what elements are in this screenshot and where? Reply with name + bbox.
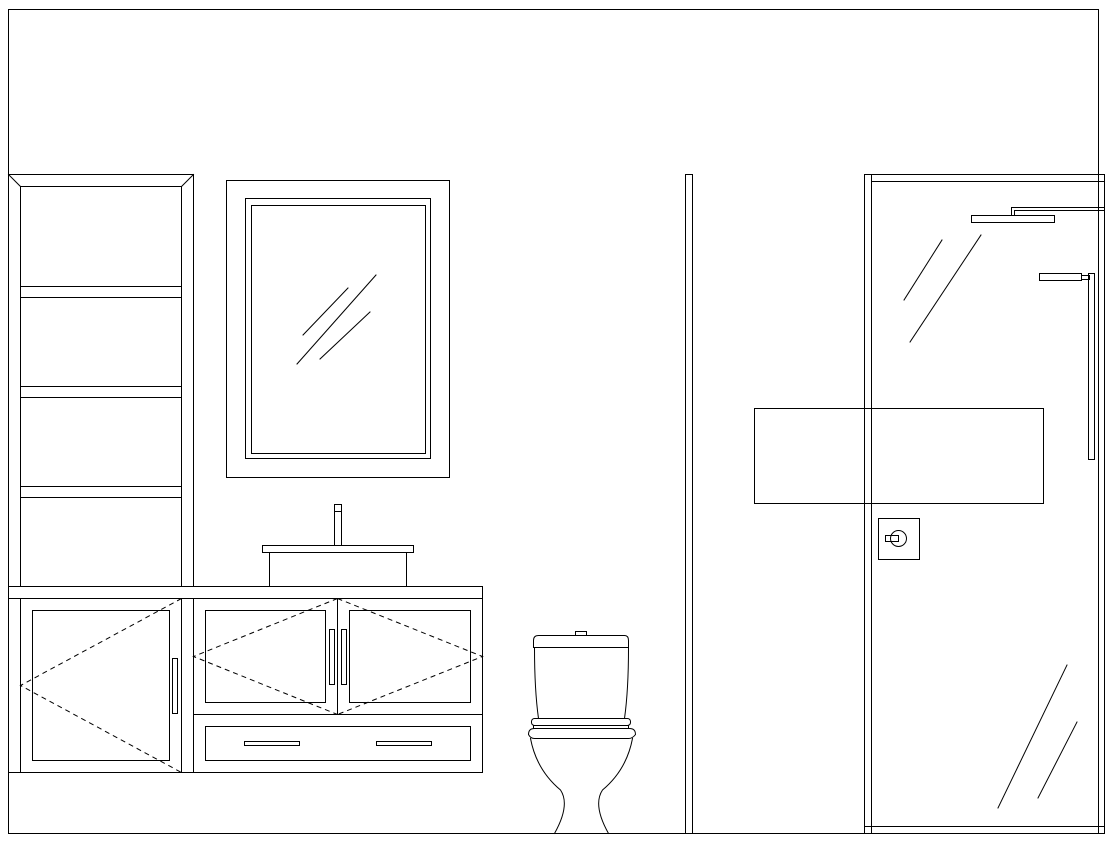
partition-wall-section xyxy=(685,174,693,834)
toilet-bowl-rim xyxy=(527,728,637,739)
shower-head-plate xyxy=(971,215,1055,223)
handheld-shower xyxy=(1039,273,1095,460)
glass-reflection-line-4 xyxy=(1037,721,1078,799)
mixer-valve-plate xyxy=(878,518,920,560)
mirror-glass xyxy=(251,205,426,454)
vanity-door-center-left-panel xyxy=(205,610,326,703)
shower-mixer-valve xyxy=(878,518,920,560)
shelf-board-3 xyxy=(20,486,182,498)
handheld-bracket xyxy=(1081,275,1090,280)
shelf-top-bevel-left xyxy=(7,173,22,188)
wall-outline xyxy=(8,9,1099,834)
toilet-flush-button xyxy=(575,631,587,636)
toilet-tank xyxy=(533,646,630,719)
faucet xyxy=(334,504,342,546)
drawer-handle-right xyxy=(376,741,432,746)
tall-open-shelving-unit xyxy=(7,173,195,587)
door-center-left-handle xyxy=(329,629,335,685)
handheld-shower-head xyxy=(1039,273,1082,281)
rain-shower-head xyxy=(971,207,1105,223)
room-boundary xyxy=(8,9,1099,834)
drawer-handle-left xyxy=(244,741,300,746)
sink-rim xyxy=(262,545,414,553)
shelf-board-2 xyxy=(20,386,182,398)
vanity-door-center-right-panel xyxy=(349,610,471,703)
glass-reflection-line-3 xyxy=(997,664,1068,809)
door-center-right-handle xyxy=(341,629,347,685)
toilet-pedestal-left xyxy=(529,737,565,835)
glass-reflection-line-2 xyxy=(909,234,982,343)
mirror-middle-frame xyxy=(245,198,431,459)
door-center-right-swing-indicator xyxy=(337,598,484,715)
glass-shower-enclosure xyxy=(864,174,1105,834)
wall-niche xyxy=(754,408,1044,504)
mixer-valve-lever xyxy=(885,535,899,542)
shower-arm-top xyxy=(1011,207,1105,216)
vanity-drawer-front xyxy=(205,726,471,761)
mixer-valve-knob xyxy=(890,530,907,547)
toilet-tank-lid xyxy=(533,635,629,648)
mirror-reflection-line-2 xyxy=(296,274,377,365)
mirror-reflection-line-3 xyxy=(319,311,371,360)
vessel-sink xyxy=(262,545,414,587)
partition-wall xyxy=(685,174,693,834)
shower-arm-bottom xyxy=(1014,210,1105,216)
door-left-handle xyxy=(172,658,178,714)
wall-mirror xyxy=(226,180,450,478)
vanity-countertop xyxy=(8,586,483,599)
shelf-outer-frame xyxy=(8,174,194,587)
door-center-left-swing-indicator xyxy=(192,598,338,715)
toilet-seat xyxy=(531,718,631,726)
toilet-pedestal-right xyxy=(598,737,634,835)
faucet-spout xyxy=(334,504,342,546)
mirror-outer-frame xyxy=(226,180,450,478)
shelf-board-1 xyxy=(20,286,182,298)
shower-frame-outer xyxy=(864,174,1105,834)
vanity-door-left-panel xyxy=(32,610,170,761)
door-left-swing-indicator xyxy=(19,598,182,773)
niche-outline xyxy=(754,408,1044,504)
mirror-reflection-line-1 xyxy=(302,287,349,336)
shelf-top-bevel-right xyxy=(180,173,195,188)
glass-reflection-line-1 xyxy=(903,239,943,301)
vanity-cabinet xyxy=(8,586,484,773)
slide-rail xyxy=(1088,273,1095,460)
toilet xyxy=(527,631,637,835)
